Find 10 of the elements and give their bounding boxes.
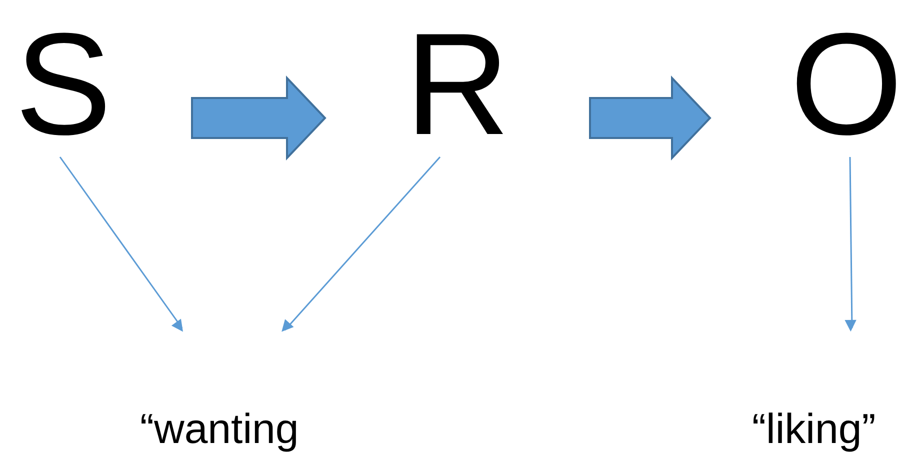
arrow <box>282 156 441 332</box>
text-label: “wanting <box>140 408 299 450</box>
arrow <box>844 157 856 332</box>
arrow <box>59 156 183 332</box>
block-arrow <box>589 76 712 160</box>
text-label: “liking” <box>752 408 876 450</box>
letter-label: O <box>790 12 903 157</box>
letter-label: S <box>15 12 112 157</box>
letter-label: R <box>405 12 510 157</box>
block-arrow <box>191 76 326 160</box>
